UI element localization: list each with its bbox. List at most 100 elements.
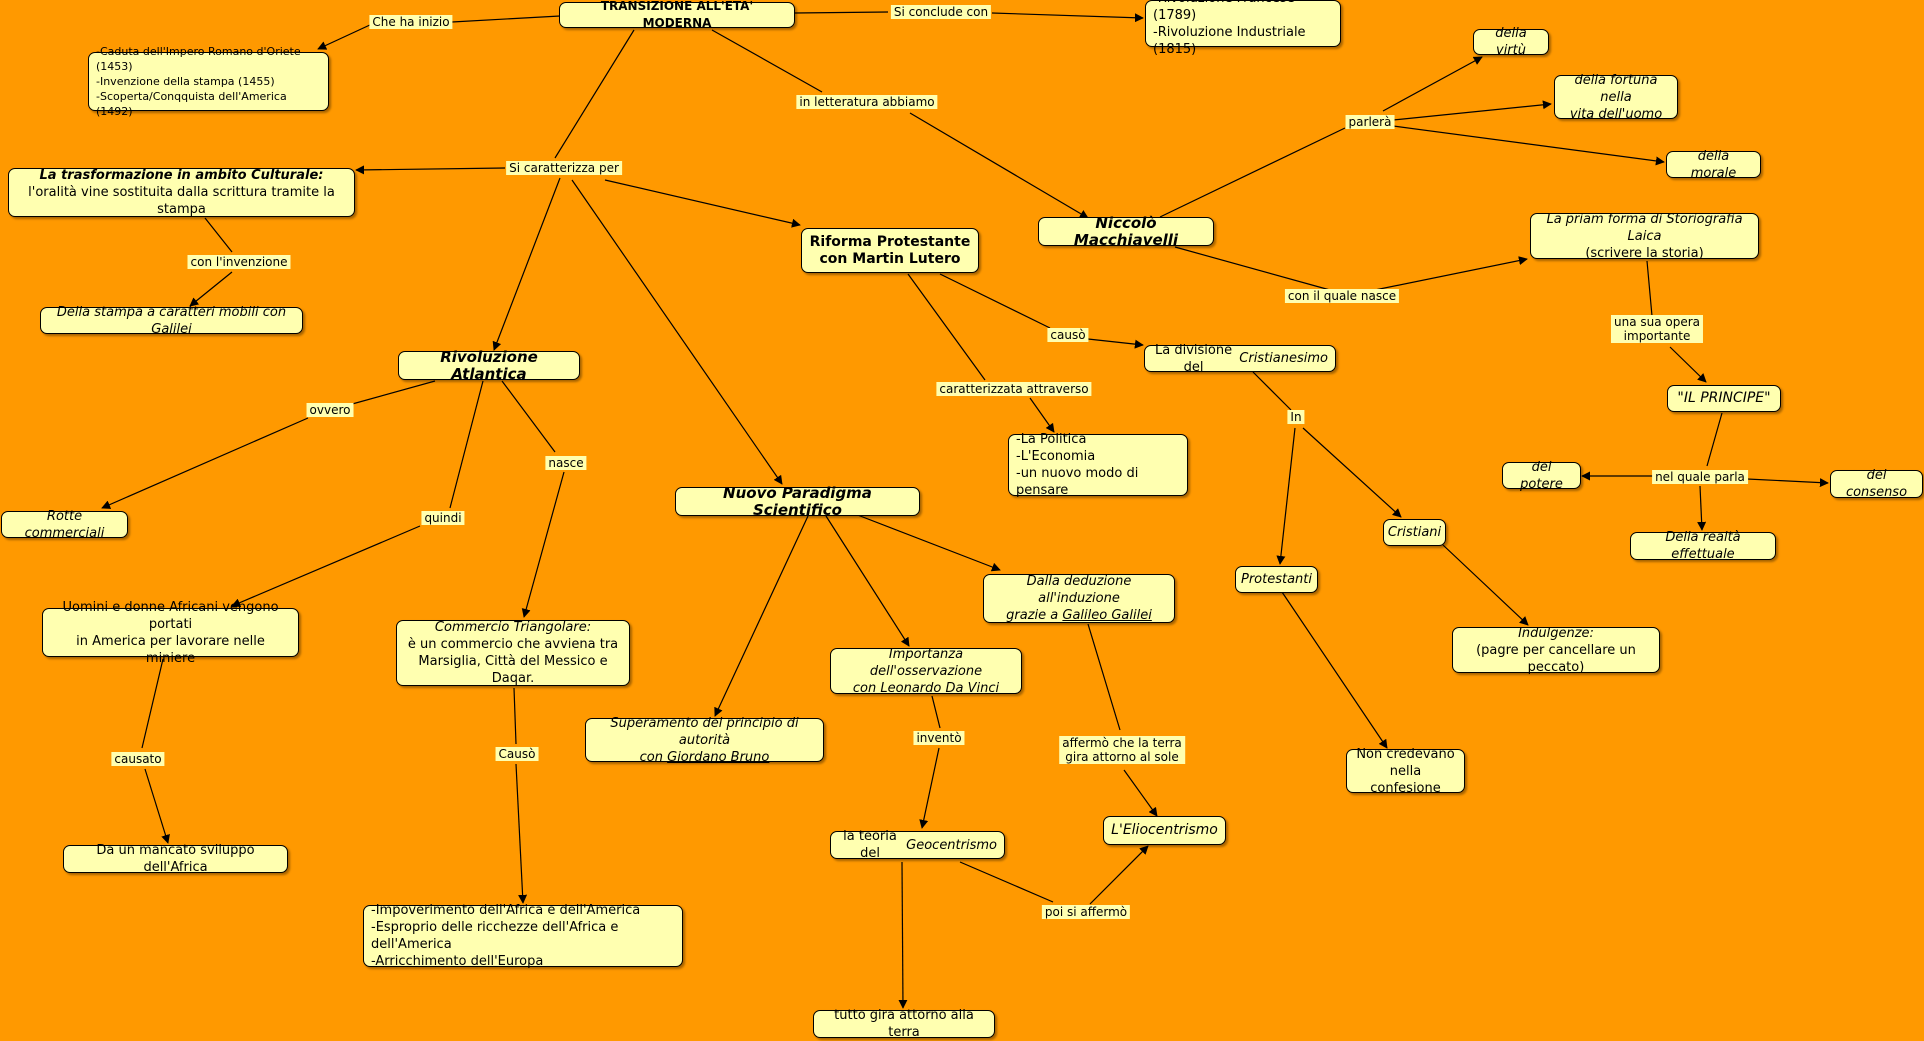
label-causato: causato <box>111 752 165 766</box>
label-in: In <box>1287 410 1305 424</box>
cristianesimo-word: Cristianesimo <box>1239 351 1328 366</box>
superamento-line2: con Giordano Bruno <box>640 749 770 766</box>
eliocentrismo-node[interactable]: L'Eliocentrismo <box>1103 816 1226 845</box>
storiografia-node[interactable]: La priam forma di Storiografia Laica (sc… <box>1530 211 1759 261</box>
edge-causo-impov <box>515 763 528 904</box>
indulgenze-title: Indulgenze: <box>1518 625 1594 641</box>
edge-in-protestanti <box>1276 427 1296 565</box>
edge-crist-indulg <box>1442 544 1529 626</box>
morale-node[interactable]: della morale <box>1666 149 1761 181</box>
conclude-node[interactable]: -Rivoluzione Francese (1789) -Rivoluzion… <box>1145 0 1341 57</box>
leonardo-name: Leonardo Da Vinci <box>880 680 1000 696</box>
edge-causo-divisione <box>1087 338 1144 349</box>
edge-par-importanza <box>825 515 910 647</box>
politica-node[interactable]: -La Politica -L'Economia -un nuovo modo … <box>1008 432 1188 498</box>
edge-imp-invento <box>931 695 941 729</box>
label-causo-riforma: causò <box>1047 328 1089 342</box>
edge-cultura-inv <box>204 217 233 253</box>
realta-node[interactable]: Della realtà effettuale <box>1630 530 1776 562</box>
label-quindi: quindi <box>421 511 465 525</box>
label-che-ha-inizio: Che ha inizio <box>369 15 453 29</box>
deduzione-node[interactable]: Dalla deduzione all'induzione grazie a G… <box>983 574 1175 623</box>
importanza-line2: con Leonardo Da Vinci <box>853 680 999 697</box>
edge-prot-noncred <box>1281 591 1388 749</box>
edge-ded-affermo <box>1087 623 1121 731</box>
fortuna-node[interactable]: della fortuna nella vita dell'uomo <box>1554 73 1678 122</box>
label-nel-quale: nel quale parla <box>1652 470 1748 484</box>
rotte-node[interactable]: Rotte commerciali <box>1 509 128 541</box>
paradigma-node[interactable]: Nuovo Paradigma Scientifico <box>675 484 920 518</box>
edge-nelquale-consenso <box>1746 478 1829 488</box>
virtu-node[interactable]: della virtù <box>1473 26 1549 58</box>
importanza-with: con <box>852 680 881 696</box>
edge-storio-opera <box>1646 260 1653 317</box>
machiavelli-node[interactable]: Niccolò Macchiavelli <box>1038 214 1214 248</box>
edge-mac-parlera <box>1159 127 1346 218</box>
edge-atl-quindi <box>449 380 484 509</box>
inizio-node[interactable]: -Caduta dell'Impero Romano d'Oriete (145… <box>88 45 329 118</box>
non-credevano-node[interactable]: Non credevano nella confesione <box>1346 747 1465 796</box>
edge-div-in <box>1252 371 1292 411</box>
indulgenze-body: (pagre per cancellare un peccato) <box>1476 642 1636 675</box>
edge-nasce-comm <box>521 471 565 618</box>
deduzione-line2: grazie a Galileo Galilei <box>1006 607 1152 624</box>
impoverimento-node[interactable]: -Impoverimento dell'Africa e dell'Americ… <box>363 903 683 969</box>
protestanti-node[interactable]: Protestanti <box>1235 566 1318 593</box>
storiografia-title: La priam forma di Storiografia Laica <box>1546 211 1743 244</box>
edge-par-deduzione <box>854 513 1001 572</box>
superamento-line1: Superamento del principio di autorità <box>610 715 799 748</box>
cultura-title: La trasformazione in ambito Culturale: <box>39 168 324 183</box>
edge-uomini-causato <box>141 658 164 749</box>
label-caratterizza: Si caratterizza per <box>506 161 622 175</box>
commercio-node[interactable]: Commercio Triangolare: è un commercio ch… <box>396 620 630 686</box>
edge-inizio-arrow <box>317 23 373 50</box>
mancato-node[interactable]: Da un mancato sviluppo dell'Africa <box>63 843 288 875</box>
edge-comm-causo <box>513 687 517 745</box>
stampa-node[interactable]: Della stampa a caratteri mobili con Gali… <box>40 305 303 337</box>
riforma-node[interactable]: Riforma Protestante con Martin Lutero <box>801 228 979 273</box>
edge-geo-terra <box>898 861 908 1009</box>
importanza-node[interactable]: Importanza dell'osservazione con Leonard… <box>830 647 1022 697</box>
edge-root-conclude <box>794 11 889 14</box>
giordano-bruno-name: Giordano Bruno <box>667 749 770 765</box>
storiografia-body: (scrivere la storia) <box>1585 245 1704 261</box>
edge-conilquale-storio <box>1364 256 1528 293</box>
edge-parlera-morale <box>1392 125 1665 166</box>
edge-in-cristiani <box>1302 427 1402 518</box>
edge-root-letteratura <box>711 29 823 93</box>
edge-inv-stampa <box>189 271 233 307</box>
edge-parlera-virtu <box>1382 56 1483 112</box>
label-letteratura: in letteratura abbiamo <box>796 95 938 109</box>
galileo-name: Galileo Galilei <box>1062 608 1152 623</box>
edge-principe-nelquale <box>1706 412 1723 467</box>
consenso-node[interactable]: del consenso <box>1830 468 1923 500</box>
edge-atl-nasce <box>501 380 556 453</box>
cristiani-node[interactable]: Cristiani <box>1383 519 1446 546</box>
geocentrismo-prefix: la teoria del <box>843 829 897 861</box>
label-affermo: affermò che la terra gira attorno al sol… <box>1059 736 1185 764</box>
label-si-conclude: Si conclude con <box>890 5 992 19</box>
edge-geo-poi <box>959 861 1054 903</box>
edge-ovvero-rotte <box>101 417 309 509</box>
superamento-node[interactable]: Superamento del principio di autorità co… <box>585 715 824 765</box>
root-node[interactable]: TRANSIZIONE ALL'ETA' MODERNA <box>559 0 795 30</box>
terra-node[interactable]: tutto gira attorno alla terra <box>813 1008 995 1040</box>
uomini-node[interactable]: Uomini e donne Africani vengono portati … <box>42 600 299 666</box>
cultura-node[interactable]: La trasformazione in ambito Culturale: l… <box>8 168 355 217</box>
commercio-title: Commercio Triangolare: <box>434 620 592 635</box>
principe-node[interactable]: "IL PRINCIPE" <box>1667 385 1781 412</box>
potere-node[interactable]: del potere <box>1502 460 1581 492</box>
edge-atl-ovvero <box>344 380 436 407</box>
edge-nelquale-realta <box>1697 485 1707 531</box>
divisione-node[interactable]: La divisione del Cristianesimo <box>1144 343 1336 375</box>
edge-invento-geo <box>919 747 940 829</box>
edge-car-riforma <box>604 179 801 228</box>
cultura-body: l'oralità vine sostituita dalla scrittur… <box>28 185 335 217</box>
indulgenze-node[interactable]: Indulgenze: (pagre per cancellare un pec… <box>1452 625 1660 675</box>
edge-car-cultura <box>355 165 506 175</box>
label-causo-commercio: Causò <box>495 747 539 761</box>
rivoluzione-atlantica-node[interactable]: Rivoluzione Atlantica <box>398 348 580 382</box>
geocentrismo-node[interactable]: la teoria del Geocentrismo <box>830 829 1005 861</box>
edge-poi-elio <box>1089 845 1149 905</box>
